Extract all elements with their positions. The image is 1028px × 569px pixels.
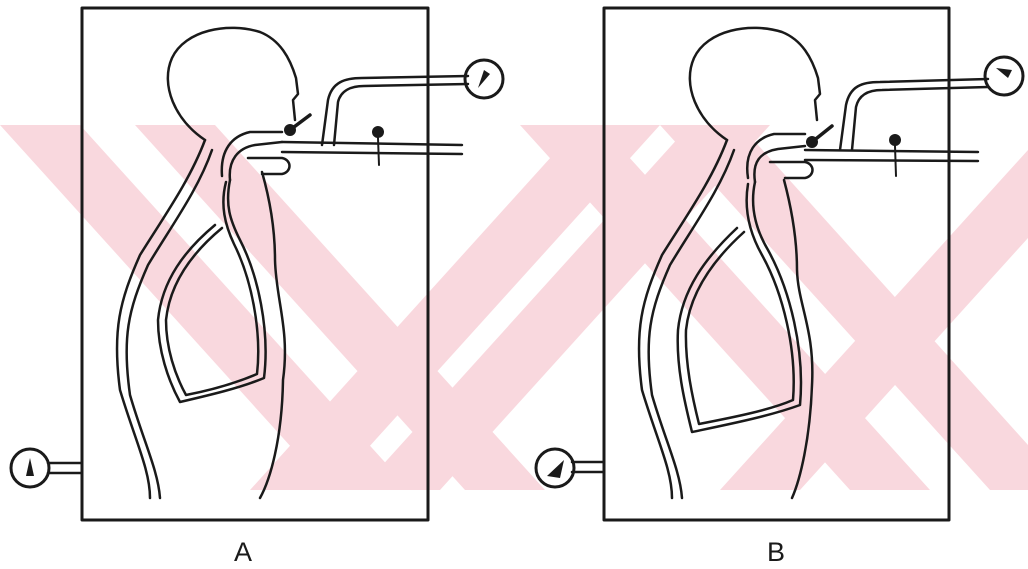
mouthpiece-tube-a bbox=[282, 142, 462, 154]
watermark bbox=[0, 125, 1028, 490]
nose-clip-a bbox=[284, 115, 310, 136]
mouthpiece-tube-b bbox=[805, 150, 978, 161]
gauge-box-b bbox=[536, 449, 574, 487]
tube-clamp-a bbox=[372, 126, 384, 165]
panel-label-a: A bbox=[234, 537, 252, 567]
valve-tube-b bbox=[840, 79, 988, 150]
box-port-b bbox=[572, 462, 604, 472]
box-port-a bbox=[48, 463, 82, 473]
gauge-mouth-a bbox=[465, 60, 503, 98]
gauge-mouth-b bbox=[985, 57, 1023, 95]
nose-clip-b bbox=[806, 126, 832, 148]
gauge-box-a bbox=[11, 449, 49, 487]
panel-label-b: B bbox=[767, 537, 785, 567]
tube-clamp-b bbox=[889, 134, 901, 176]
valve-tube-a bbox=[322, 76, 468, 145]
